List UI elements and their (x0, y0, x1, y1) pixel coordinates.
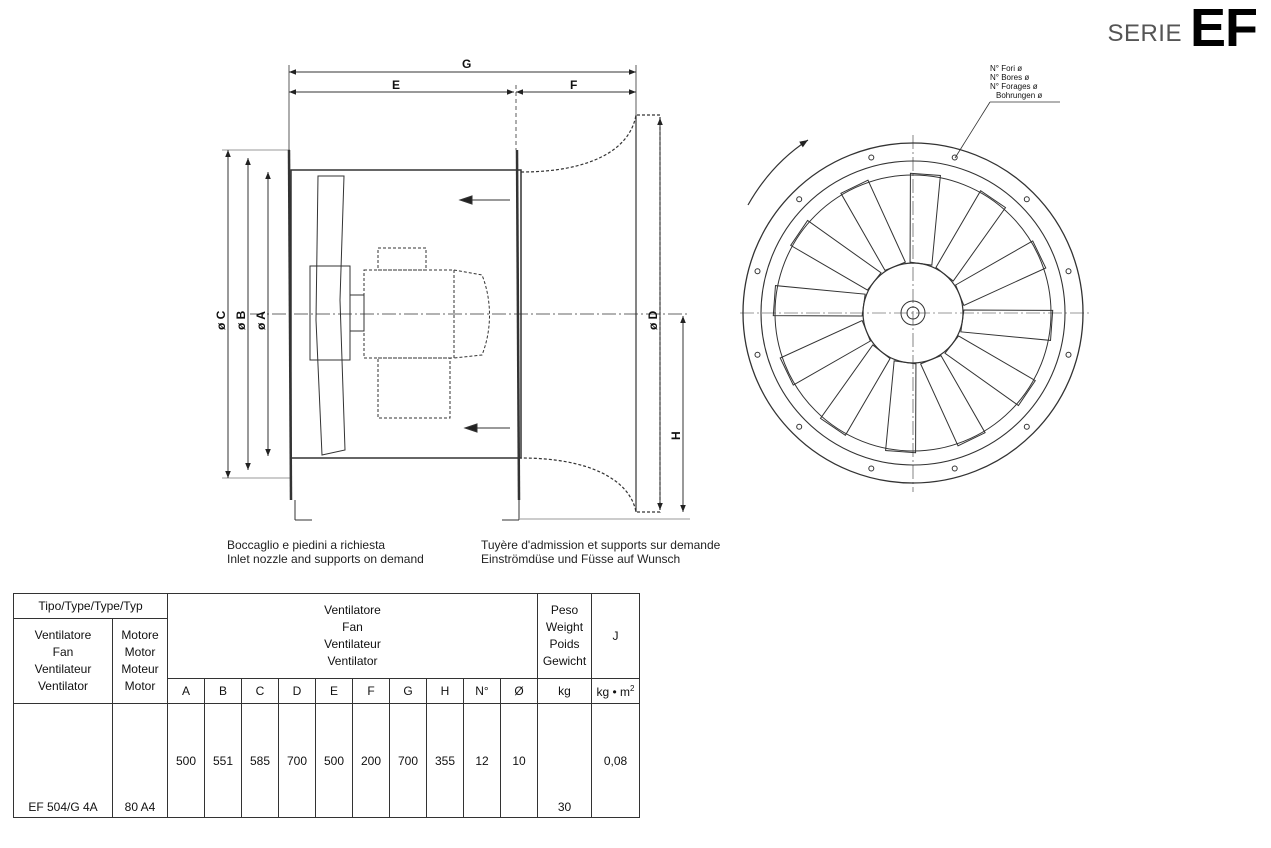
type-header: Tipo/Type/Type/Typ (13, 593, 168, 619)
front-blade (819, 344, 891, 437)
col-f: F (352, 678, 390, 704)
holes-callout: N° Fori ø N° Bores ø N° Forages ø Bohrun… (990, 64, 1042, 100)
fan-model: EF 504/G 4A (13, 703, 113, 818)
note-left: Boccaglio e piedini a richiesta Inlet no… (227, 538, 424, 566)
front-blade (772, 285, 866, 317)
bolt-hole (754, 351, 761, 358)
value-a: 500 (167, 703, 205, 818)
value-e: 500 (315, 703, 353, 818)
bolt-hole (1023, 423, 1030, 430)
label-f: F (570, 78, 577, 92)
front-blades (772, 172, 1054, 454)
callout-line-2: N° Bores ø (990, 73, 1029, 82)
value-h: 355 (426, 703, 464, 818)
front-blade (960, 309, 1054, 341)
value-hole-diameter: 10 (500, 703, 538, 818)
col-inertia-unit: kg • m2 (591, 678, 640, 704)
front-blade (779, 319, 872, 386)
value-f: 200 (352, 703, 390, 818)
front-blade (954, 240, 1047, 307)
bolt-hole (951, 465, 958, 472)
front-view (740, 101, 1090, 492)
rotation-arrow (747, 139, 809, 206)
bolt-hole (1065, 351, 1072, 358)
col-weight-unit: kg (537, 678, 592, 704)
table-row: EF 504/G 4A 80 A4 500 551 585 700 500 20… (13, 703, 640, 818)
label-d: ø D (646, 310, 660, 330)
col-c: C (241, 678, 279, 704)
value-holes-count: 12 (463, 703, 501, 818)
col-b: B (204, 678, 242, 704)
note-left-line-2: Inlet nozzle and supports on demand (227, 552, 424, 566)
callout-line-4: Bohrungen ø (996, 91, 1042, 100)
side-view-labels: G E F ø C ø B ø A ø D H (214, 57, 683, 440)
front-blade (909, 172, 941, 266)
weight-header: Peso Weight Poids Gewicht (537, 593, 592, 679)
front-blade (935, 189, 1007, 282)
note-right-line-1: Tuyère d'admission et supports sur deman… (481, 538, 721, 552)
bolt-hole (796, 423, 803, 430)
bolt-hole (951, 154, 958, 161)
bolt-hole (796, 196, 803, 203)
spec-table: Tipo/Type/Type/Typ Ventilatore Fan Venti… (13, 593, 640, 818)
value-inertia: 0,08 (591, 703, 640, 818)
value-b: 551 (204, 703, 242, 818)
front-blade (789, 219, 882, 291)
col-d: D (278, 678, 316, 704)
label-e: E (392, 78, 400, 92)
impeller-blade (315, 175, 346, 456)
note-right: Tuyère d'admission et supports sur deman… (481, 538, 720, 566)
value-c: 585 (241, 703, 279, 818)
front-blade (919, 354, 986, 447)
label-b: ø B (234, 310, 248, 330)
col-hole-diameter: Ø (500, 678, 538, 704)
series-code: EF (1189, 0, 1258, 58)
fan-column-header: Ventilatore Fan Ventilateur Ventilator (13, 618, 113, 704)
col-holes-count: N° (463, 678, 501, 704)
label-a: ø A (254, 311, 268, 330)
series-title: SERIE EF (1107, 0, 1258, 58)
inlet-nozzle (520, 114, 661, 513)
label-g: G (462, 57, 471, 71)
value-d: 700 (278, 703, 316, 818)
series-word: SERIE (1107, 20, 1182, 47)
bolt-holes (754, 154, 1072, 472)
callout-line-3: N° Forages ø (990, 82, 1038, 91)
bolt-hole (1023, 196, 1030, 203)
bolt-hole (1065, 268, 1072, 275)
col-e: E (315, 678, 353, 704)
note-right-line-2: Einströmdüse und Füsse auf Wunsch (481, 552, 681, 566)
col-g: G (389, 678, 427, 704)
side-view (222, 65, 690, 521)
callout-line-1: N° Fori ø (990, 64, 1022, 73)
value-g: 700 (389, 703, 427, 818)
bolt-hole (868, 154, 875, 161)
bolt-hole (868, 465, 875, 472)
motor-model: 80 A4 (112, 703, 168, 818)
motor-column-header: Motore Motor Moteur Motor (112, 618, 168, 704)
col-a: A (167, 678, 205, 704)
technical-drawing: G E F ø C ø B ø A ø D H N° Fori ø N° Bor… (214, 57, 1090, 521)
inertia-header: J (591, 593, 640, 679)
front-blade (944, 335, 1037, 407)
front-blade (840, 179, 907, 272)
ventilator-group-header: Ventilatore Fan Ventilateur Ventilator (167, 593, 538, 679)
front-blade (885, 360, 917, 454)
label-c: ø C (214, 310, 228, 330)
label-h: H (669, 431, 683, 440)
value-weight: 30 (537, 703, 592, 818)
bolt-hole (754, 268, 761, 275)
note-left-line-1: Boccaglio e piedini a richiesta (227, 538, 386, 552)
col-h: H (426, 678, 464, 704)
